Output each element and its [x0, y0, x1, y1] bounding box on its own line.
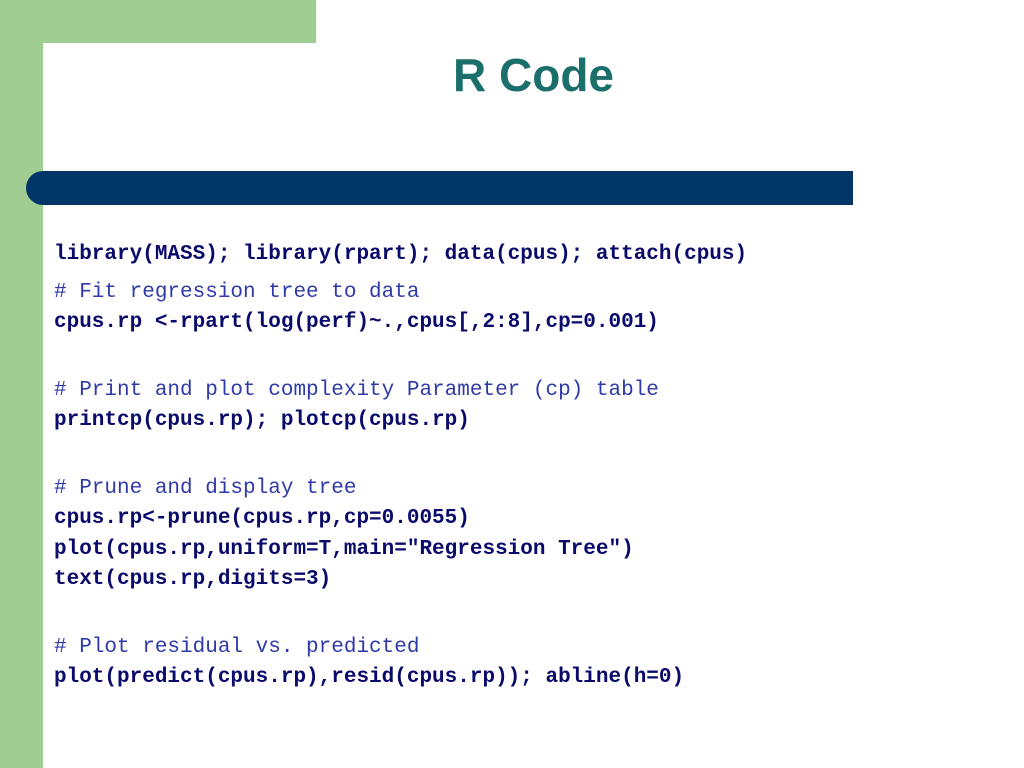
code-comment-fit-tree: # Fit regression tree to data: [54, 280, 420, 304]
decorative-green-topbar: [0, 0, 316, 43]
decorative-rounded-corner: [43, 43, 163, 163]
spacer: [54, 271, 1014, 278]
code-line-load-libraries: library(MASS); library(rpart); data(cpus…: [54, 243, 748, 266]
spacer: [54, 339, 1014, 376]
decorative-title-underline-bar: [26, 171, 853, 205]
decorative-green-sidebar: [0, 0, 43, 768]
code-comment-residual-plot: # Plot residual vs. predicted: [54, 635, 420, 659]
code-line-rpart: cpus.rp <-rpart(log(perf)~.,cpus[,2:8],c…: [54, 311, 659, 334]
code-line-plot-tree: plot(cpus.rp,uniform=T,main="Regression …: [54, 537, 634, 561]
spacer: [54, 437, 1014, 474]
slide-title: R Code: [453, 49, 614, 101]
code-comment-prune-display: # Prune and display tree: [54, 476, 357, 500]
code-line-prune: cpus.rp<-prune(cpus.rp,cp=0.0055): [54, 507, 470, 530]
code-line-plot-residuals: plot(predict(cpus.rp),resid(cpus.rp)); a…: [54, 666, 685, 689]
code-line-text-tree: text(cpus.rp,digits=3): [54, 568, 332, 591]
code-line-printcp-plotcp: printcp(cpus.rp); plotcp(cpus.rp): [54, 409, 470, 432]
code-block: library(MASS); library(rpart); data(cpus…: [54, 240, 1014, 694]
spacer: [54, 596, 1014, 633]
code-comment-print-plot-cp: # Print and plot complexity Parameter (c…: [54, 378, 659, 402]
